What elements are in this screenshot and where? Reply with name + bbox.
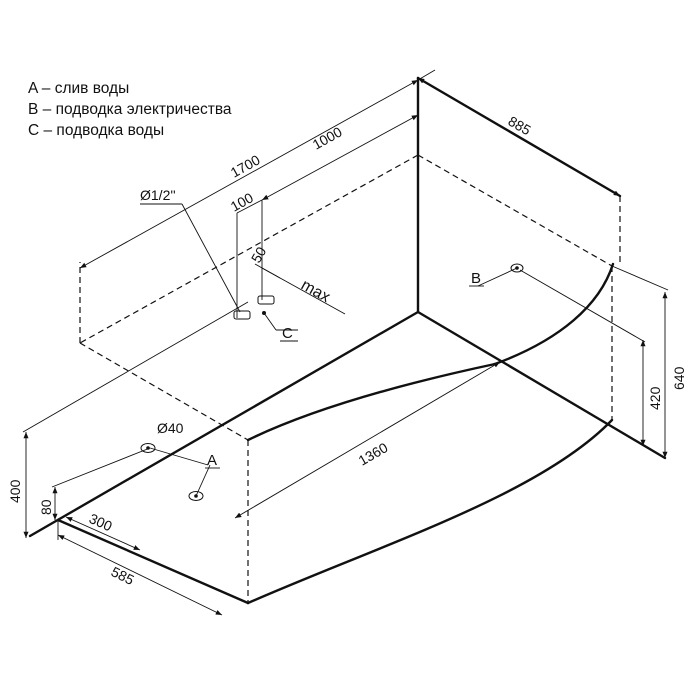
dim-420: 420: [647, 386, 663, 410]
water-pipe-icon: [233, 310, 251, 320]
dim-80: 80: [38, 499, 54, 515]
water-pipe-icon: [257, 295, 275, 305]
water-inlet-icon: [262, 311, 266, 315]
fittings: [140, 263, 524, 501]
dim-max: max: [298, 277, 333, 307]
dim-pipe: Ø1/2'': [140, 187, 176, 203]
dimension-labels: 1700 1000 885 100 50 max Ø1/2'' Ø40 1360…: [7, 113, 687, 588]
drain-outlet-icon: [140, 443, 156, 453]
dim-1000: 1000: [310, 123, 345, 152]
dim-585: 585: [109, 563, 137, 588]
dim-50: 50: [248, 244, 270, 266]
hidden-edges: [79, 154, 621, 603]
label-b: B: [471, 270, 481, 287]
drain-outlet-icon: [188, 491, 204, 501]
dim-300: 300: [87, 510, 115, 534]
dim-640: 640: [671, 366, 687, 390]
dimension-lines: [22, 69, 669, 616]
point-labels: A B C: [205, 270, 484, 469]
tub-outline: [28, 76, 667, 605]
dim-400: 400: [7, 479, 23, 503]
dim-885: 885: [506, 113, 534, 139]
dim-40: Ø40: [157, 420, 184, 436]
label-a: A: [207, 452, 217, 469]
electric-outlet-icon: [510, 263, 524, 273]
label-c: C: [282, 325, 293, 342]
dim-100: 100: [228, 189, 256, 214]
